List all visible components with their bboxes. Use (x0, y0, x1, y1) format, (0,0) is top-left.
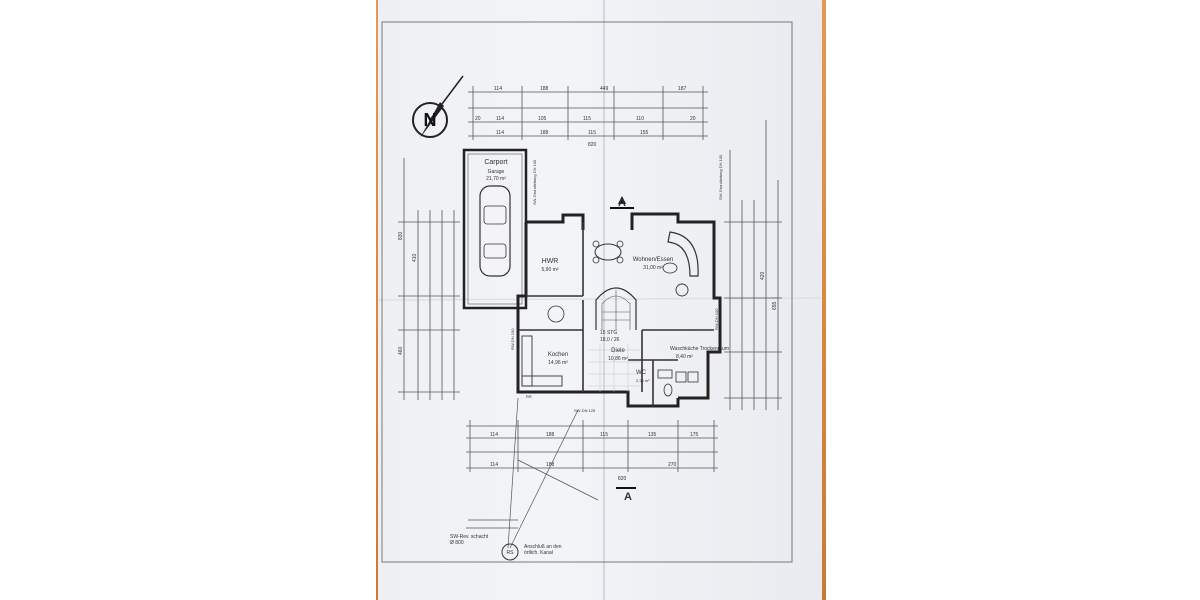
hwr-area: 5,90 m² (542, 267, 559, 273)
wc-label: WC (636, 370, 647, 376)
dim-label: 114 (496, 116, 504, 122)
sw-rev-note-wrap: SW-Rev. schacht Ø 800 (450, 534, 489, 546)
dim-label: 135 (648, 432, 657, 438)
laundry-label: Waschküche Trockenraum (670, 346, 729, 352)
hwr-label: HWR (542, 258, 559, 265)
rs-label: RS (507, 550, 515, 556)
garage-area: 21,70 m² (486, 176, 506, 182)
drainage-lines (466, 397, 599, 549)
wc-area: 2,34 m² (636, 378, 650, 383)
dim-label: 115 (600, 432, 608, 438)
anschluss-note: Anschluß an den örtlich. Kanal (524, 544, 562, 556)
living-label: Wohnen/Essen (633, 257, 674, 263)
sewer-shaft-icon (501, 543, 519, 561)
dim-label: 20 (475, 116, 481, 122)
dim-label: 175 (690, 432, 699, 438)
dim-label: 655 (772, 301, 778, 310)
dining-table (592, 240, 624, 264)
dim-label: 114 (490, 432, 498, 438)
armchair (675, 283, 689, 297)
dim-label: 155 (640, 130, 649, 136)
stairs-label: 15 STG (600, 330, 617, 336)
north-label: N (424, 110, 437, 130)
dim-label: 110 (636, 116, 644, 122)
pipe-label: RR (526, 394, 532, 399)
dim-label: 188 (546, 432, 555, 438)
stairs-size: 18,0 / 26 (600, 337, 620, 343)
bottom-dimension-lines (466, 420, 718, 472)
dim-label: 115 (588, 130, 596, 136)
anschluss-note-wrap: Anschluß an den örtlich. Kanal (524, 544, 562, 556)
kitchen-counter (521, 305, 565, 387)
dim-label: 449 (600, 86, 609, 92)
north-arrow-icon: N (412, 75, 464, 138)
dim-total: 820 (588, 142, 597, 148)
coffee-table (662, 262, 678, 274)
hall-label: Diele (611, 348, 625, 354)
sw-rev-note: SW-Rev. schacht Ø 800 (450, 534, 489, 546)
garage: Carport Garage 21,70 m² (462, 148, 528, 310)
dim-label: 115 (583, 116, 591, 122)
dryer (687, 371, 699, 383)
dim-label: 830 (398, 231, 404, 240)
dim-label: 105 (538, 116, 547, 122)
washing-machine (675, 371, 687, 383)
sofa (667, 231, 699, 277)
dim-label: 188 (546, 462, 555, 468)
hall-area: 10,86 m² (608, 356, 628, 362)
section-label: A (618, 197, 626, 209)
dim-label: 410 (412, 253, 418, 262)
pipe-label: SW-Grundleitung DN 100 (532, 159, 537, 205)
section-label: A (624, 491, 632, 503)
right-dimension-lines (724, 120, 782, 410)
top-dimension-lines (468, 86, 708, 140)
kitchen-label: Kochen (548, 352, 568, 358)
dim-label: 270 (668, 462, 677, 468)
section-marker-top: A (610, 196, 634, 209)
pipe-label: SW-DN 125 (574, 408, 596, 413)
kitchen-area: 14,96 m² (548, 360, 568, 366)
dim-total: 820 (618, 476, 627, 482)
left-dimension-lines (398, 158, 460, 400)
dim-label: 114 (494, 86, 502, 92)
car-icon (479, 185, 511, 277)
house-interior-walls (518, 222, 714, 406)
dim-label: 188 (540, 130, 549, 136)
dim-label: 20 (690, 116, 696, 122)
dim-label: 114 (496, 130, 504, 136)
garage-label: Garage (488, 169, 505, 175)
pipe-label: RW-DN 100 (510, 328, 515, 350)
dim-label: 187 (678, 86, 687, 92)
toilet (663, 383, 673, 397)
pipe-label: SW-Grundleitung DN 100 (718, 154, 723, 200)
living-area: 31,00 m² (643, 265, 663, 271)
hall-tiles (588, 344, 640, 392)
pipe-label: RW-DN 100 (714, 308, 719, 330)
dim-label: 460 (398, 346, 404, 355)
floor-plan-sheet: N 114 188 449 187 20 114 105 115 110 20 … (378, 0, 822, 600)
laundry-area: 8,40 m² (676, 354, 693, 360)
dim-label: 420 (760, 271, 766, 280)
drawing-frame (381, 21, 793, 563)
dim-label: 188 (540, 86, 549, 92)
staircase: 15 STG 18,0 / 26 (595, 287, 637, 343)
carport-label: Carport (484, 159, 507, 166)
dim-label: 114 (490, 462, 498, 468)
section-marker-bottom: A (616, 487, 636, 503)
house-outer-walls (516, 212, 722, 408)
washbasin (657, 369, 673, 379)
floor-plan-drawing: N 114 188 449 187 20 114 105 115 110 20 … (378, 0, 822, 600)
